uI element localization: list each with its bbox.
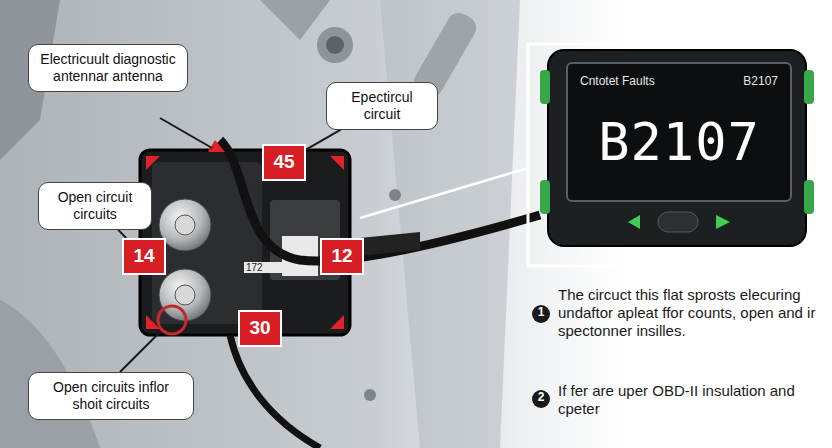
callout-number: 30 [238,310,282,347]
grommet-hole [326,36,344,54]
callout-text: Open circuit circuits [48,189,142,223]
leader-line [306,130,341,150]
grommet [317,27,353,63]
callout-text: Open circuits inflor shoit circuits [38,379,184,413]
inset-frame [528,44,826,266]
side-button [804,70,814,104]
callout-number: 45 [262,144,306,181]
callout-number: 14 [130,245,158,268]
callout-number: 45 [270,151,298,174]
connector-housing [140,150,350,335]
callout-number: 30 [246,317,274,340]
bullet-circle [532,305,550,323]
scan-tool-screen: Cntotet FaultsB2107B2107 [566,62,792,202]
leader-line [120,332,160,372]
leader-line [160,118,212,148]
bullet-number: 1 [533,305,549,319]
screen-text: B2107 [743,74,778,88]
corner-arrow [330,156,344,170]
callout-text: Epectircul circuit [336,89,428,123]
callout-box: Electricuult diagnostic antennar antenna [28,44,188,92]
note-text: If fer are uper OBD-II insulation and cp… [558,382,820,418]
corner-arrow [208,140,225,152]
nav-arrow [628,215,640,229]
bullet-circle [532,390,550,408]
side-button [540,70,550,104]
corner-arrow [146,156,160,170]
side-button [804,180,814,214]
corner-arrow [146,315,160,329]
leader-line [118,230,126,238]
callout-box: Open circuits inflor shoit circuits [28,372,194,420]
bolt-nut [175,215,195,235]
callout-box: Open circuit circuits [38,182,152,230]
callout-text: Electricuult diagnostic antennar antenna [38,51,178,85]
bullet-number: 2 [533,390,549,404]
nav-arrow [716,215,730,229]
callout-box: Epectircul circuit [326,82,438,130]
fault-code: B2107 [568,112,790,172]
ok-button [658,212,698,232]
callout-number: 12 [320,238,364,275]
callout-number: 12 [328,245,356,268]
screw [389,189,401,201]
harness-cable [230,335,320,448]
leader-line [118,230,126,238]
screen-text: Cntotet Faults [580,74,655,88]
callout-number: 14 [122,238,166,275]
note-text: The circuct this flat sprosts elecuring … [558,286,820,340]
leader-line [360,168,528,218]
scan-tool-body [548,50,806,246]
part-number: 172 [244,262,288,273]
panel-edge [260,0,330,40]
terminal-bolt [159,199,211,251]
ground-ring [158,306,186,334]
screw [364,389,376,401]
leader-line [306,130,341,150]
bolt-nut [175,285,195,305]
corner-arrow [330,315,344,329]
side-button [540,180,550,214]
harness-cable [220,140,540,261]
